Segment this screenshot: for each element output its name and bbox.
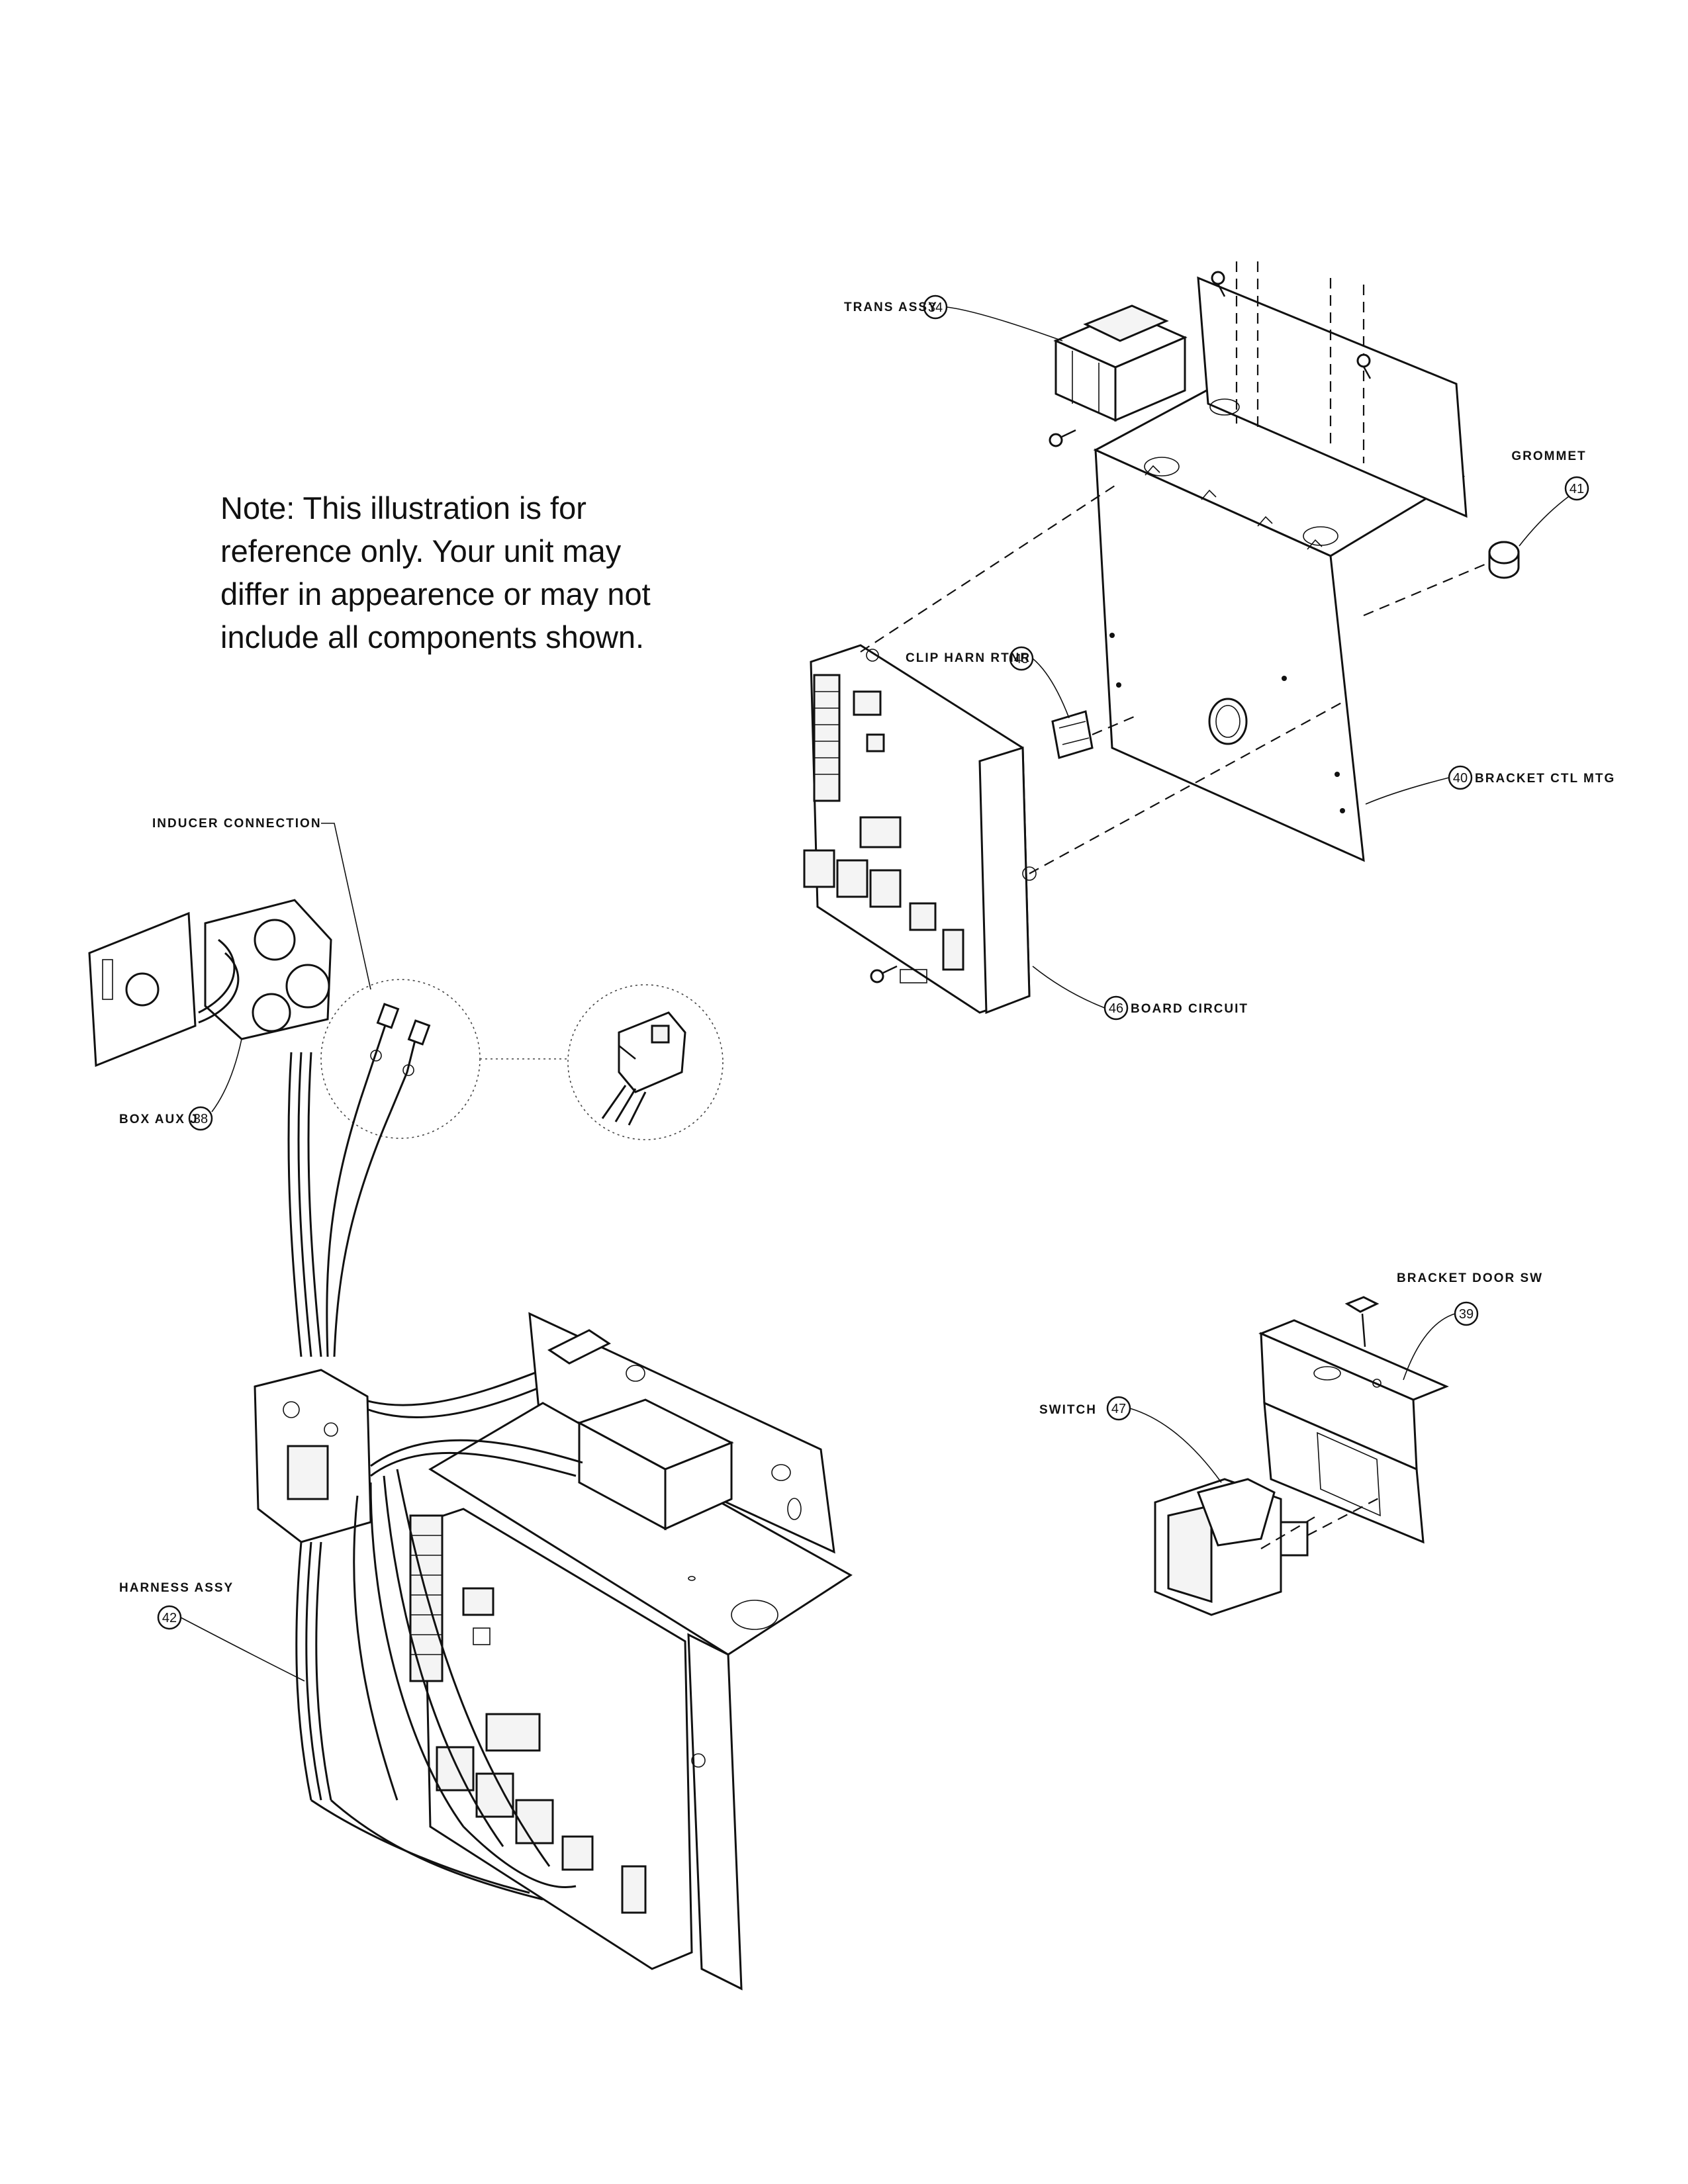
- svg-text:34: 34: [928, 300, 943, 315]
- svg-text:45: 45: [1014, 652, 1029, 666]
- callout-trans-assy: TRANS ASSY 34: [844, 295, 1063, 341]
- svg-text:39: 39: [1459, 1307, 1474, 1322]
- bracket-door-sw-part: [1258, 1296, 1449, 1544]
- bracket-ctl-mtg-part: [1093, 261, 1468, 862]
- assembled-control-panel: [254, 1312, 853, 1991]
- circuit-board-part: [803, 644, 1037, 1015]
- note-line-1: Note: This illustration is for: [220, 490, 586, 525]
- svg-text:41: 41: [1570, 482, 1584, 496]
- reference-note: Note: This illustration is for reference…: [220, 486, 724, 659]
- svg-text:46: 46: [1109, 1001, 1123, 1016]
- callout-harness-assy: HARNESS ASSY 42: [119, 1581, 305, 1682]
- callout-grommet: GROMMET 41: [1511, 449, 1589, 547]
- note-line-3: differ in appearence or may not: [220, 576, 651, 612]
- grommet-part: [1488, 541, 1520, 579]
- svg-text:SWITCH: SWITCH: [1039, 1403, 1097, 1417]
- alignment-line: [1260, 1515, 1318, 1549]
- svg-text:42: 42: [162, 1611, 177, 1625]
- alignment-line: [1307, 1495, 1384, 1536]
- callout-bracket-door-sw: BRACKET DOOR SW 39: [1397, 1271, 1543, 1381]
- callout-switch: SWITCH 47: [1039, 1396, 1222, 1483]
- callout-box-aux-j: BOX AUX J 38: [119, 1038, 242, 1131]
- clip-harn-rtnr-part: [1051, 710, 1094, 759]
- alignment-line: [1363, 561, 1490, 617]
- callout-clip-harn-rtnr: CLIP HARN RTNR 45: [906, 646, 1070, 719]
- svg-text:40: 40: [1453, 771, 1468, 786]
- callout-bracket-ctl-mtg: 40 BRACKET CTL MTG: [1365, 765, 1615, 805]
- box-aux-j-part: [88, 899, 332, 1068]
- svg-text:GROMMET: GROMMET: [1511, 449, 1586, 463]
- alignment-line: [860, 482, 1119, 653]
- svg-text:38: 38: [193, 1112, 208, 1126]
- callout-inducer-connection: INDUCER CONNECTION: [152, 817, 371, 990]
- alignment-line: [1092, 713, 1139, 736]
- svg-text:BOX AUX J: BOX AUX J: [119, 1113, 199, 1126]
- svg-text:47: 47: [1111, 1402, 1126, 1416]
- svg-text:BRACKET DOOR SW: BRACKET DOOR SW: [1397, 1271, 1543, 1285]
- svg-text:INDUCER CONNECTION: INDUCER CONNECTION: [152, 817, 322, 831]
- callout-board-circuit: 46 BOARD CIRCUIT: [1032, 966, 1248, 1021]
- transformer-part: [1053, 304, 1188, 422]
- note-line-4: include all components shown.: [220, 619, 645, 655]
- alignment-line: [1029, 701, 1344, 874]
- svg-text:BOARD CIRCUIT: BOARD CIRCUIT: [1131, 1002, 1248, 1016]
- switch-part: [1154, 1478, 1309, 1616]
- svg-text:HARNESS ASSY: HARNESS ASSY: [119, 1581, 234, 1595]
- mounting-screws: [870, 271, 1372, 983]
- note-line-2: reference only. Your unit may: [220, 533, 622, 569]
- inducer-connection-detail: [320, 979, 724, 1140]
- svg-text:TRANS ASSY: TRANS ASSY: [844, 300, 938, 314]
- svg-text:BRACKET CTL MTG: BRACKET CTL MTG: [1475, 772, 1615, 786]
- svg-text:CLIP HARN RTNR: CLIP HARN RTNR: [906, 651, 1031, 665]
